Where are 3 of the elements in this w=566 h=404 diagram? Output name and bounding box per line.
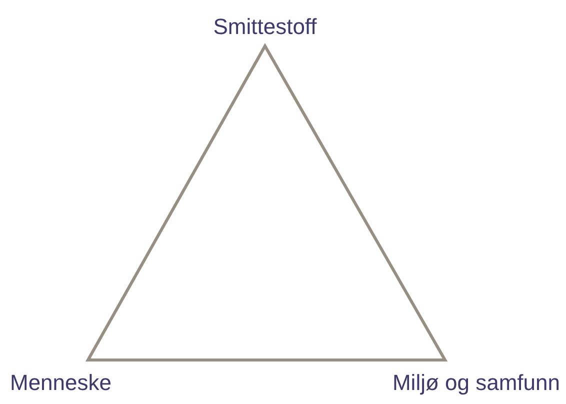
vertex-label: Miljø og samfunn xyxy=(392,370,560,396)
vertex-label: Smittestoff xyxy=(213,14,317,40)
vertex-label: Menneske xyxy=(10,370,112,396)
